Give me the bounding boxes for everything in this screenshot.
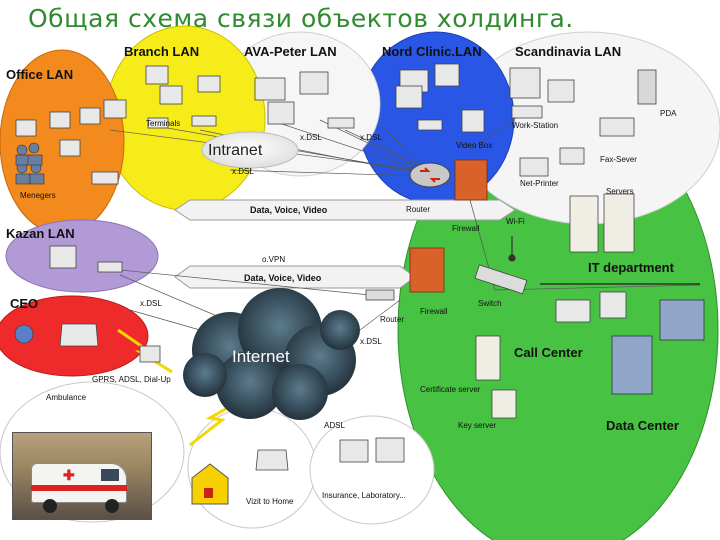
insurance-zone	[309, 415, 435, 525]
ava-peter-lan-label: AVA-Peter LAN	[244, 44, 337, 59]
menegers-label: Menegers	[20, 191, 56, 200]
branch-lan-label: Branch LAN	[124, 44, 199, 59]
nord-devices	[395, 63, 460, 131]
house-icon	[191, 463, 229, 505]
wifi-antenna	[508, 236, 516, 262]
gprs-label: GPRS, ADSL, Dial-Up	[92, 375, 171, 384]
pda-label: PDA	[660, 109, 677, 118]
intranet-band-label: Data, Voice, Video	[250, 205, 328, 215]
ambulance-photo: ✚	[12, 432, 152, 520]
xdsl-label-4: x.DSL	[140, 299, 162, 308]
xdsl-label-2: x.DSL	[360, 133, 382, 142]
scandinavia-lan-label: Scandinavia LAN	[515, 44, 621, 59]
branch-devices	[103, 65, 221, 129]
xdsl-label-5: x.DSL	[360, 337, 382, 346]
insurance-devices	[339, 437, 405, 463]
work-station-label: Work-Station	[512, 121, 558, 130]
vpn-router	[365, 289, 395, 301]
vpn-band	[174, 265, 416, 289]
vizit-devices	[255, 449, 289, 471]
menegers-people	[15, 142, 45, 185]
call-center-label: Call Center	[514, 345, 583, 360]
internet-label: Internet	[232, 347, 290, 366]
ambulance-label: Ambulance	[46, 393, 87, 402]
kazan-lan-zone	[5, 219, 159, 293]
nord-clinic-lan-label: Nord Clinic.LAN	[382, 44, 482, 59]
router-device	[409, 162, 451, 188]
vpn-band-label: Data, Voice, Video	[244, 273, 322, 283]
net-printer-label: Net-Printer	[520, 179, 559, 188]
router-label-2: Router	[380, 315, 404, 324]
vizit-label: Vizit to Home	[246, 497, 294, 506]
kazan-lan-label: Kazan LAN	[6, 226, 75, 241]
scandinavia-devices	[461, 67, 657, 177]
adsl-label: ADSL	[324, 421, 345, 430]
cert-key-servers	[475, 335, 517, 419]
terminals-label: Terminals	[146, 119, 180, 128]
insurance-label: Insurance, Laboratory...	[322, 491, 406, 500]
page-title: Общая схема связи объектов холдинга.	[28, 4, 574, 33]
video-box-label: Video Box	[456, 141, 492, 150]
kazan-devices	[49, 245, 123, 273]
firewall-1	[454, 159, 488, 201]
ceo-label: CEO	[10, 296, 38, 311]
ovpn-label: o.VPN	[262, 255, 285, 264]
firewall-label-2: Firewall	[420, 307, 448, 316]
switch-device	[474, 264, 528, 295]
office-devices	[15, 107, 119, 185]
wifi-label: Wi-Fi	[506, 217, 525, 226]
xdsl-label-1: x.DSL	[300, 133, 322, 142]
certificate-server-label: Certificate server	[420, 385, 481, 394]
fax-server-label: Fax-Sever	[600, 155, 637, 164]
data-center-racks	[611, 299, 705, 395]
ava-devices	[254, 71, 355, 129]
xdsl-label-3: x.DSL	[232, 167, 254, 176]
switch-label: Switch	[478, 299, 502, 308]
intranet-band	[174, 199, 516, 221]
firewall-2	[409, 247, 445, 293]
it-department-label: IT department	[588, 260, 675, 275]
ceo-devices	[14, 323, 161, 363]
server-rack	[569, 193, 635, 253]
office-lan-label: Office LAN	[6, 67, 73, 82]
intranet-cloud	[201, 131, 299, 169]
firewall-label-1: Firewall	[452, 224, 480, 233]
data-center-label: Data Center	[606, 418, 679, 433]
call-center-devices	[555, 291, 627, 323]
internet-cloud	[183, 288, 360, 420]
servers-label: Servers	[606, 187, 634, 196]
intranet-label: Intranet	[208, 142, 263, 159]
router-label-1: Router	[406, 205, 430, 214]
key-server-label: Key server	[458, 421, 497, 430]
